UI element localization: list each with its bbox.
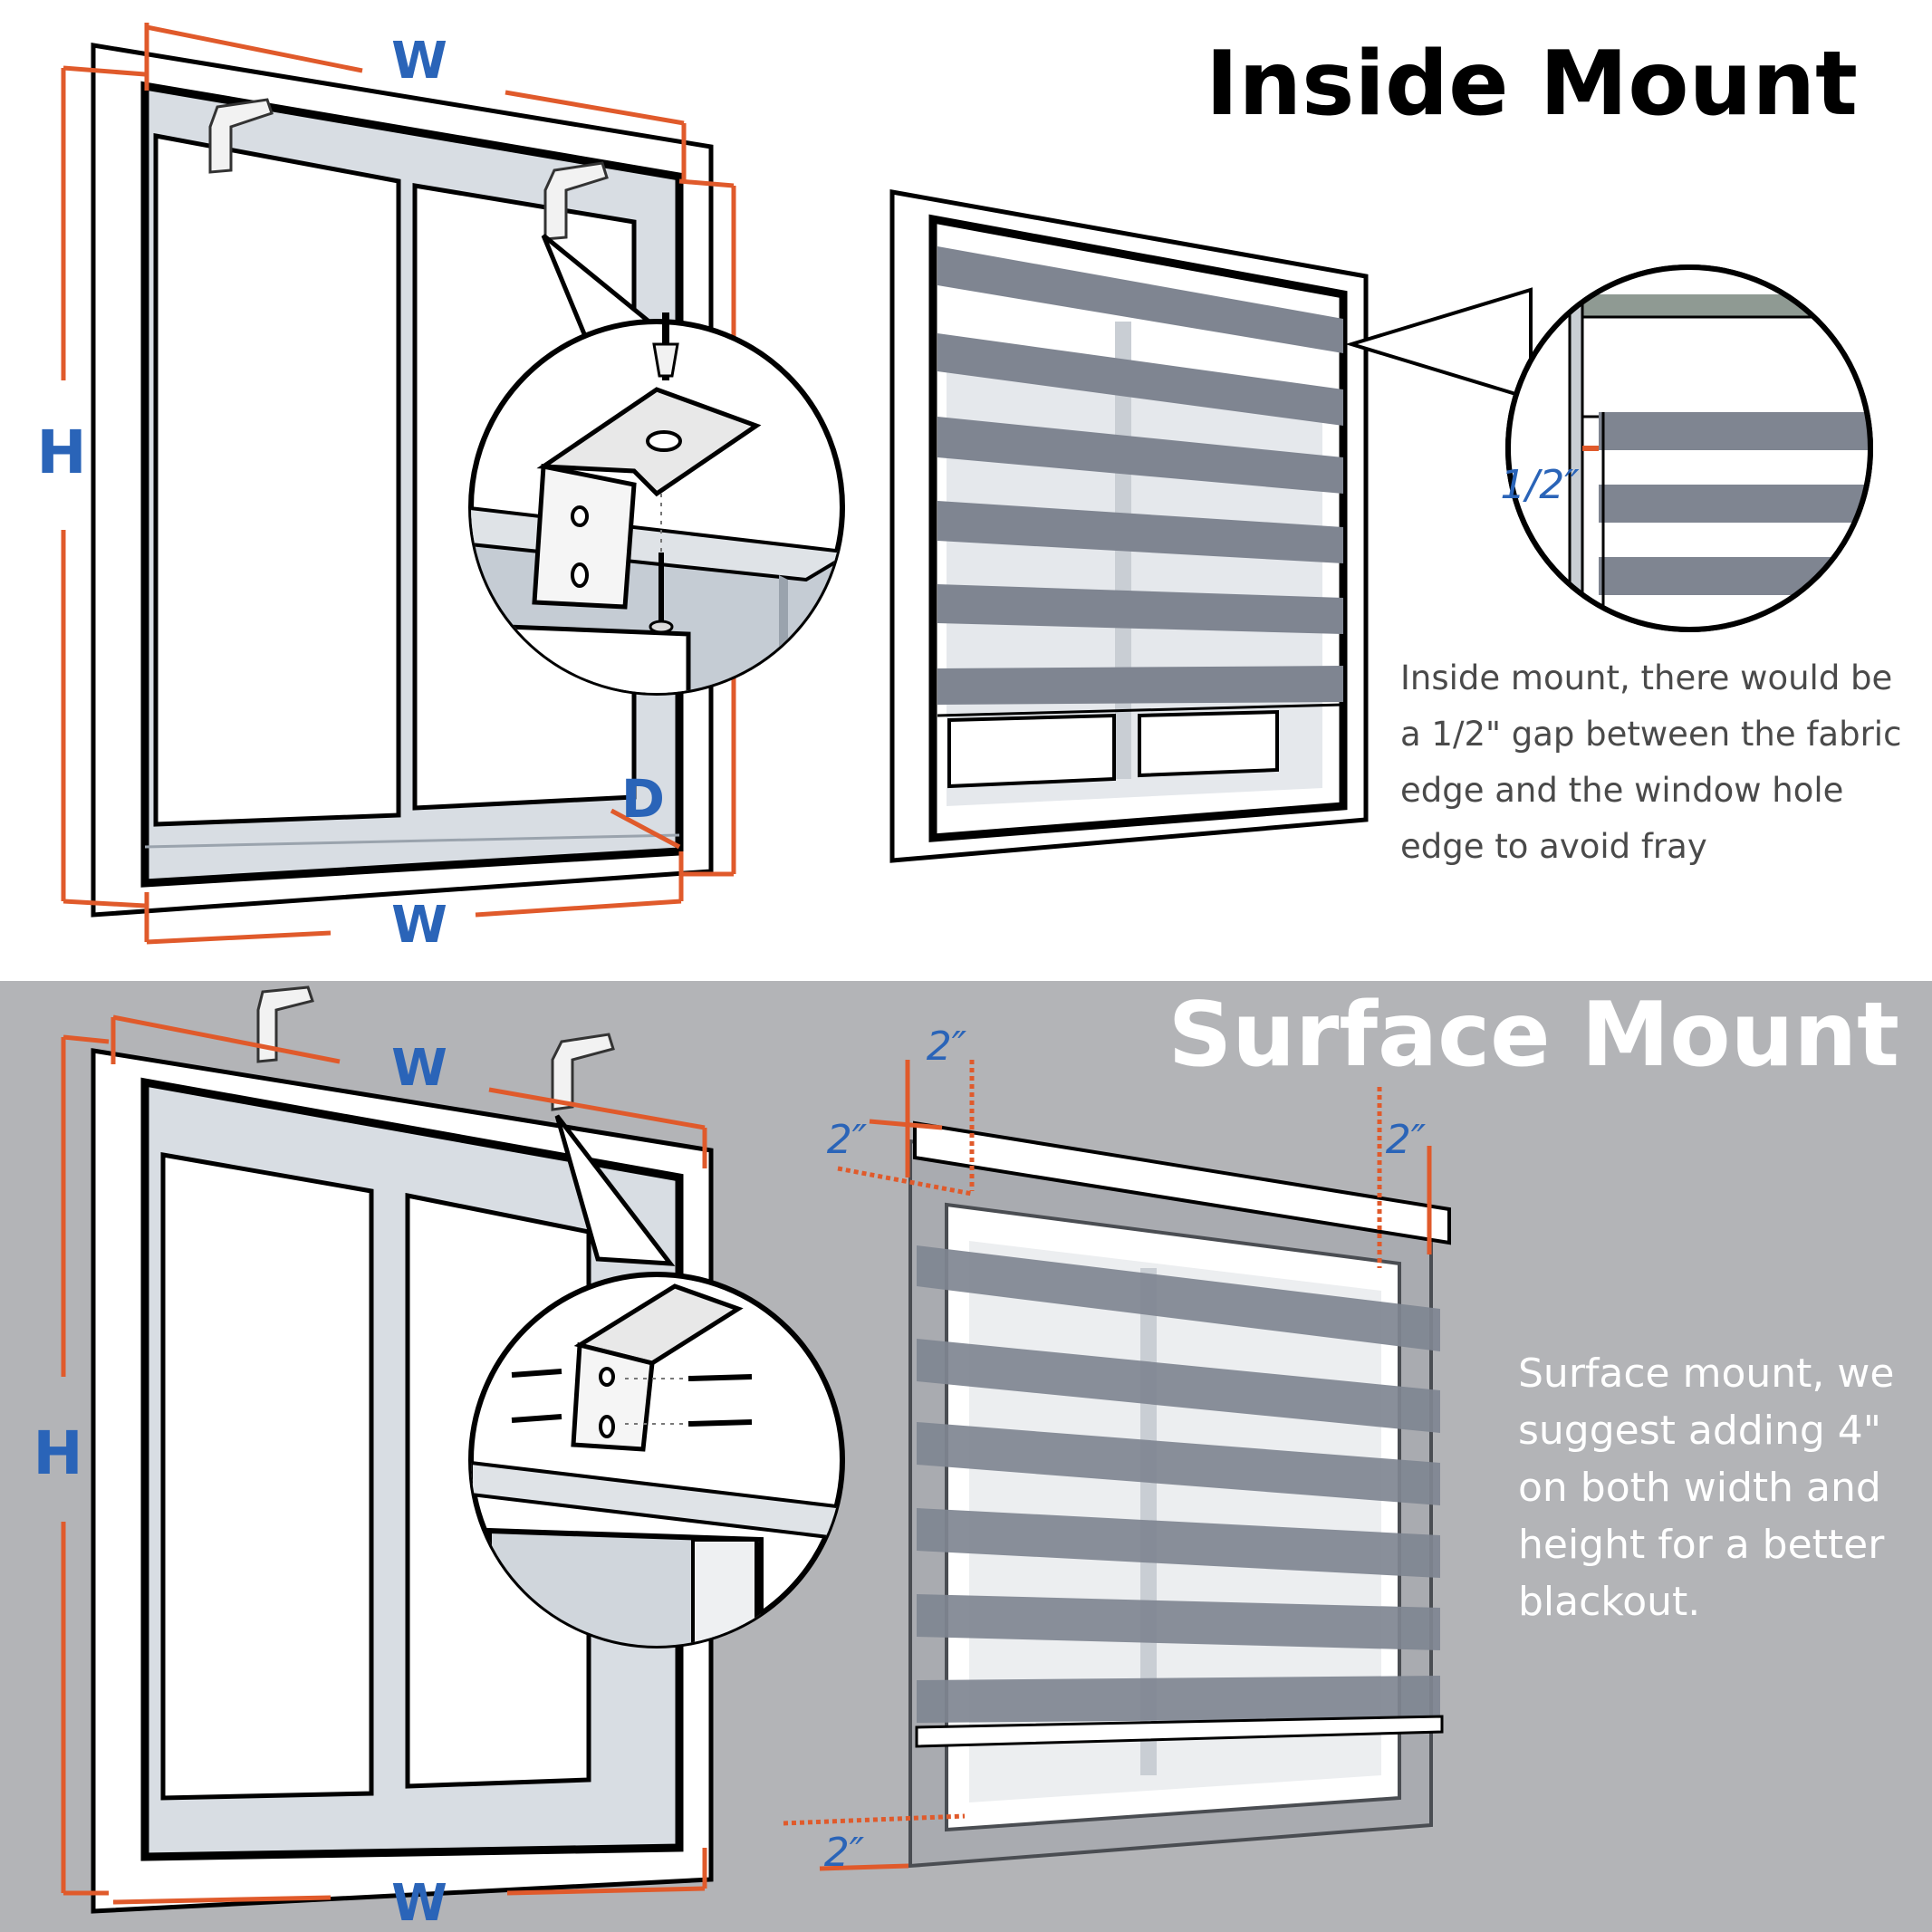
shade-slat [937, 666, 1343, 705]
shade-slat [917, 1339, 1440, 1433]
surface-extension-labels: 2″ 2″ 2″ 2″ [824, 1024, 1427, 1876]
screw-icon [625, 1374, 753, 1427]
shade-slat [937, 501, 1343, 563]
surface-extension-marks [783, 1060, 1432, 1871]
surface-bracket-detail-callout [468, 1114, 845, 1648]
bracket-icon [551, 1033, 615, 1111]
surface-dimension-labels: W W H [33, 1039, 447, 1932]
shade-slat [937, 246, 1343, 353]
width-label-top: W [391, 1039, 447, 1098]
surface-shade-drawing [908, 1120, 1451, 1869]
width-label-bottom: W [391, 1874, 447, 1932]
bracket-icon [208, 98, 274, 174]
extension-label-bottom: 2″ [824, 1830, 865, 1876]
depth-label: D [621, 768, 665, 830]
width-label-bottom: W [391, 896, 447, 955]
surface-mount-title: Surface Mount [1168, 984, 1899, 1087]
extension-label-left: 2″ [827, 1117, 868, 1163]
width-label-top: W [391, 32, 447, 91]
inside-mount-title: Inside Mount [1205, 33, 1858, 136]
mounting-bracket-icon [571, 1283, 744, 1452]
gap-label: 1/2″ [1500, 462, 1580, 508]
wall-anchor-icon [652, 312, 679, 380]
inside-mount-note: Inside mount, there would be a 1/2" gap … [1400, 658, 1902, 866]
bracket-icon [543, 161, 609, 241]
mounting-bracket-icon [532, 387, 762, 610]
shade-slat [917, 1245, 1440, 1351]
gap-detail-callout: 1/2″ [1345, 264, 1873, 632]
surface-mount-note: Surface mount, we suggest adding 4" on b… [1518, 1350, 1895, 1625]
height-label: H [36, 418, 86, 487]
extension-label-right: 2″ [1386, 1117, 1427, 1163]
surface-window-drawing [91, 985, 714, 1914]
shade-slat [937, 333, 1343, 426]
screw-icon [649, 494, 674, 634]
inside-shade-drawing [889, 189, 1369, 863]
shade-slat [917, 1508, 1440, 1578]
shade-slat [937, 417, 1343, 494]
inside-measure-lines [61, 23, 736, 945]
bracket-icon [256, 985, 314, 1063]
shade-slat [917, 1676, 1440, 1723]
shade-slat [917, 1422, 1440, 1505]
surface-measure-lines [61, 1014, 707, 1905]
extension-label-top: 2″ [927, 1024, 967, 1070]
inside-dimension-labels: W W H D [36, 32, 665, 955]
height-label: H [33, 1418, 82, 1488]
wall-anchor-icon [511, 1369, 562, 1423]
shade-slat [917, 1594, 1440, 1650]
shade-slat [937, 584, 1343, 634]
